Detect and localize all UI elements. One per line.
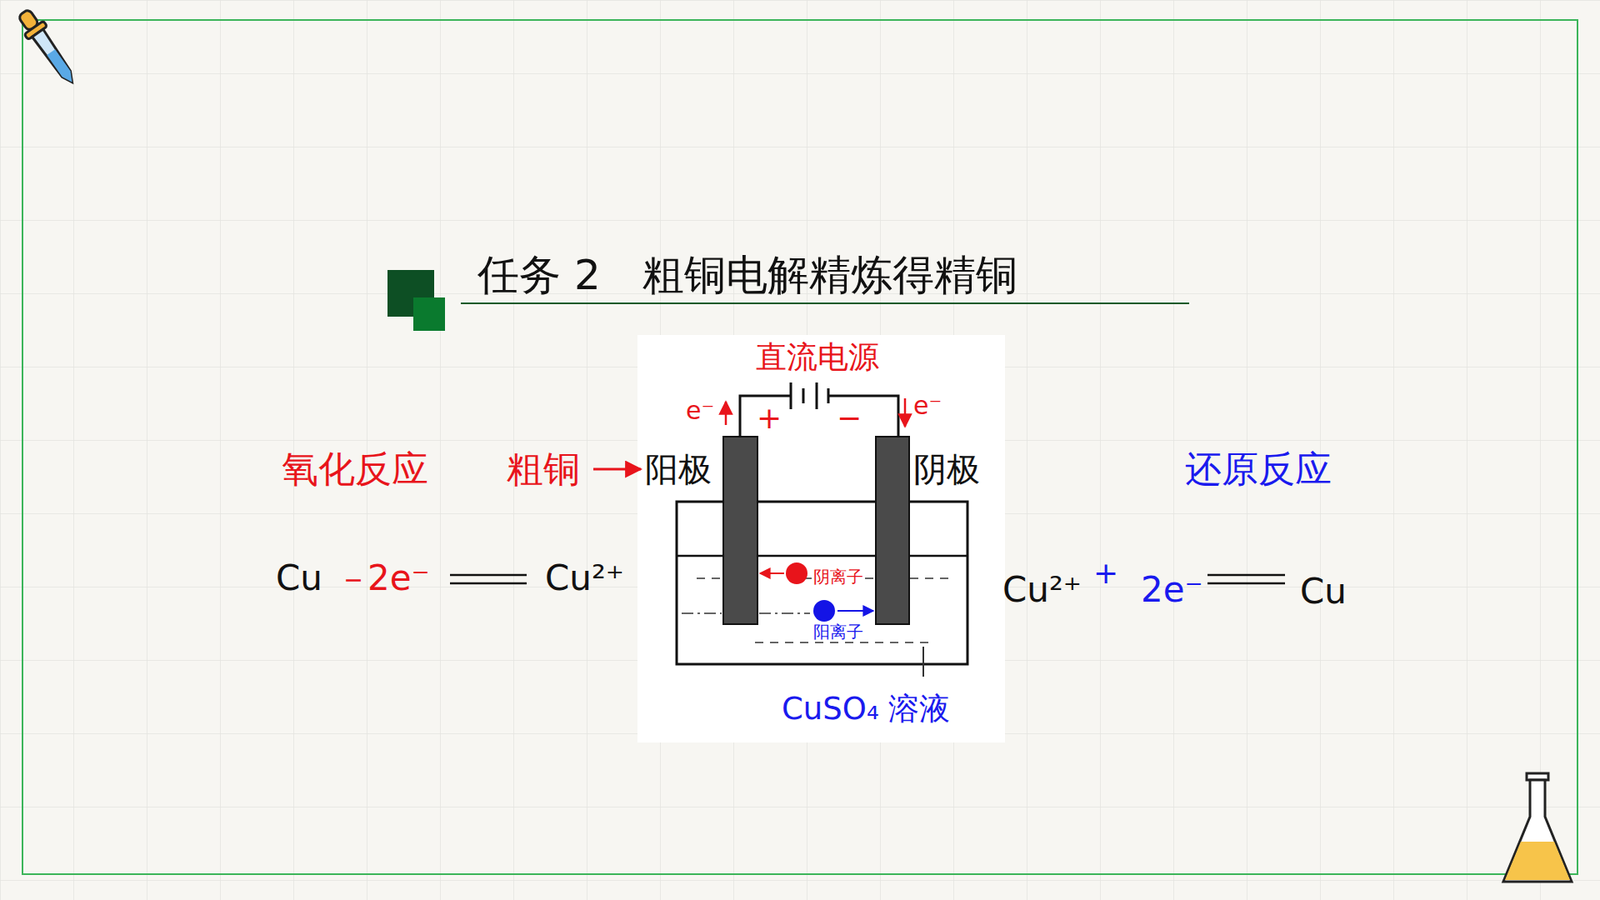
electron-label: e⁻ [685,396,715,425]
formula: Cu²⁺ [545,559,625,598]
polarity-sign: − [836,401,862,435]
title: 任务 2 粗铜电解精炼得精铜 [477,252,1018,299]
formula: Cu [275,559,323,598]
power-label: 直流电源 [754,340,881,375]
electron-label: e⁻ [913,391,942,420]
battery-symbol [790,382,829,410]
ion-label: 阳离子 [811,622,865,641]
liquid-surface [676,555,968,558]
title-square [413,297,445,331]
leader-line [922,646,925,677]
ion-label: 阴离子 [811,567,865,586]
formula: 2e⁻ [1140,570,1204,610]
operator: + [1093,556,1119,590]
cathode-electrode [875,436,910,625]
cation-arrow [837,610,874,612]
formula: Cu²⁺ [1002,570,1082,610]
flask-icon [1503,773,1572,882]
electron-arrow [904,398,907,427]
anion-dot [785,562,808,585]
circuit-wire [740,395,899,437]
electrolyte-label: CuSO₄ 溶液 [781,692,951,727]
title-underline [460,302,1190,305]
electrode-name: 阳极 [645,450,712,488]
formula: 2e⁻ [367,559,430,598]
pointer-arrow [593,468,641,471]
image-panel [637,335,1005,743]
formula: Cu [1300,572,1347,611]
dropper-icon [13,5,81,90]
electrode-name: 阴极 [913,450,980,488]
reaction-type: 还原反应 [1185,449,1332,490]
reaction-type: 氧化反应 [281,449,429,490]
electrode-material: 粗铜 [506,449,580,490]
electron-arrow [725,401,728,425]
polarity-sign: + [756,401,782,435]
frame [22,20,1578,875]
operator: － [336,560,370,597]
electrolytic-cell [676,501,968,665]
anode-electrode [723,436,758,625]
anion-arrow [760,572,785,575]
cation-dot [813,600,835,622]
